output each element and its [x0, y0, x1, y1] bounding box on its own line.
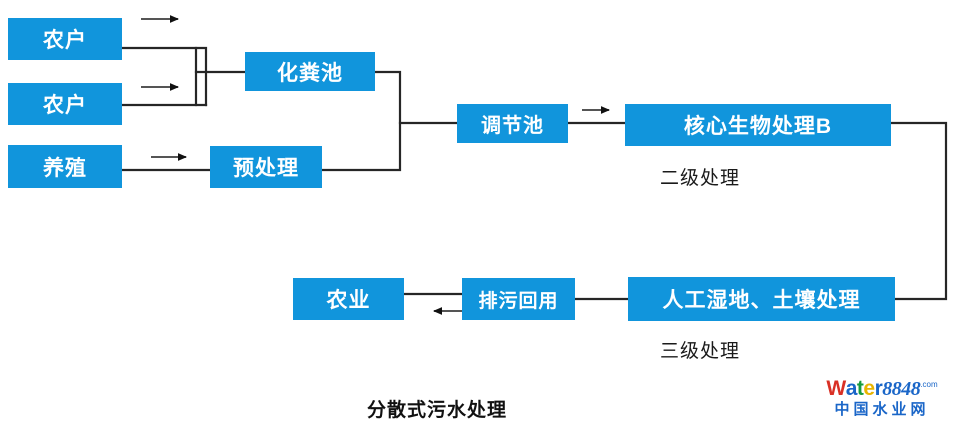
- figure-title: 分散式污水处理: [367, 400, 508, 421]
- node-discharge-reuse[interactable]: 排污回用: [462, 278, 575, 320]
- watermark-letter: r: [874, 377, 883, 400]
- watermark-tld: .com: [920, 380, 938, 389]
- watermark-letter: a: [845, 377, 858, 400]
- node-core-bio-treatment[interactable]: 核心生物处理B: [625, 104, 891, 146]
- node-septic-tank[interactable]: 化粪池: [245, 52, 375, 91]
- watermark-number: 8848: [882, 378, 921, 400]
- watermark-chinese: 中国水业网: [834, 401, 930, 418]
- watermark-brand-letters: Water: [826, 378, 882, 399]
- label-secondary-treatment: 二级处理: [659, 168, 741, 189]
- watermark-logo: Water8848.com 中国水业网: [812, 378, 952, 426]
- node-pretreatment[interactable]: 预处理: [210, 146, 322, 188]
- node-household-1[interactable]: 农户: [8, 18, 122, 60]
- node-wetland-soil-treatment[interactable]: 人工湿地、土壤处理: [628, 277, 895, 321]
- watermark-brand: Water8848.com: [812, 378, 952, 399]
- node-household-2[interactable]: 农户: [8, 83, 122, 125]
- node-equalization-tank[interactable]: 调节池: [457, 104, 568, 143]
- watermark-letter: W: [826, 377, 846, 400]
- label-tertiary-treatment: 三级处理: [659, 341, 741, 362]
- watermark-letter: t: [856, 377, 864, 400]
- node-agriculture[interactable]: 农业: [293, 278, 404, 320]
- node-livestock[interactable]: 养殖: [8, 145, 122, 188]
- line-household1-to-junction: [120, 46, 208, 107]
- watermark-letter: e: [863, 377, 875, 400]
- line-corebio-to-wetland: [889, 121, 948, 301]
